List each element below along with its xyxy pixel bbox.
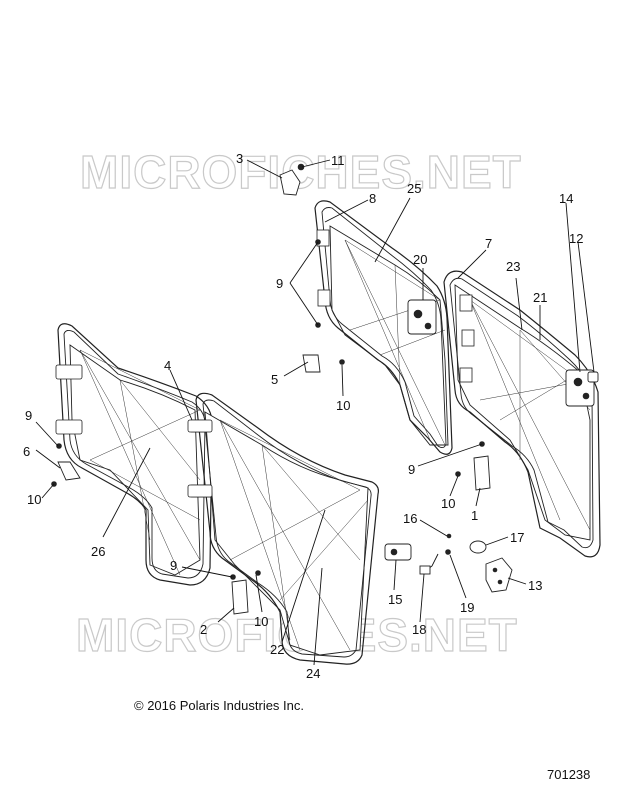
- callout-22: 22: [270, 642, 284, 657]
- callout-4: 4: [164, 358, 171, 373]
- callout-2: 2: [200, 622, 207, 637]
- figure-number: 701238: [547, 767, 591, 782]
- callout-12: 12: [569, 231, 583, 246]
- copyright-notice: © 2016 Polaris Industries Inc.: [134, 698, 304, 713]
- callout-20: 20: [413, 252, 427, 267]
- callout-10-upper: 10: [336, 398, 350, 413]
- callout-9-right: 9: [408, 462, 415, 477]
- callout-5: 5: [271, 372, 278, 387]
- callout-10-right: 10: [441, 496, 455, 511]
- callout-14: 14: [559, 191, 573, 206]
- callout-19: 19: [460, 600, 474, 615]
- callout-18: 18: [412, 622, 426, 637]
- callout-labels: 3 11 8 25 14 12 7 23 20 21 9 5 10 4 9 6 …: [23, 151, 583, 681]
- callout-9-upper: 9: [276, 276, 283, 291]
- callout-1: 1: [471, 508, 478, 523]
- callout-24: 24: [306, 666, 320, 681]
- left-front-door: [55, 323, 215, 586]
- callout-10-left: 10: [27, 492, 41, 507]
- right-rear-door: [443, 270, 601, 558]
- callout-15: 15: [388, 592, 402, 607]
- callout-9-lower: 9: [170, 558, 177, 573]
- hardware-parts: [51, 163, 513, 615]
- callout-8: 8: [369, 191, 376, 206]
- right-front-door: [187, 392, 379, 665]
- callout-11: 11: [331, 153, 345, 168]
- left-rear-door: [314, 200, 453, 455]
- callout-6: 6: [23, 444, 30, 459]
- callout-3: 3: [236, 151, 243, 166]
- callout-21: 21: [533, 290, 547, 305]
- leader-lines: [35, 159, 595, 666]
- callout-23: 23: [506, 259, 520, 274]
- callout-9-left: 9: [25, 408, 32, 423]
- callout-17: 17: [510, 530, 524, 545]
- callout-25: 25: [407, 181, 421, 196]
- callout-13: 13: [528, 578, 542, 593]
- watermark-top: MICROFICHES.NET: [80, 146, 522, 198]
- callout-16: 16: [403, 511, 417, 526]
- callout-10-lower: 10: [254, 614, 268, 629]
- callout-26: 26: [91, 544, 105, 559]
- callout-7: 7: [485, 236, 492, 251]
